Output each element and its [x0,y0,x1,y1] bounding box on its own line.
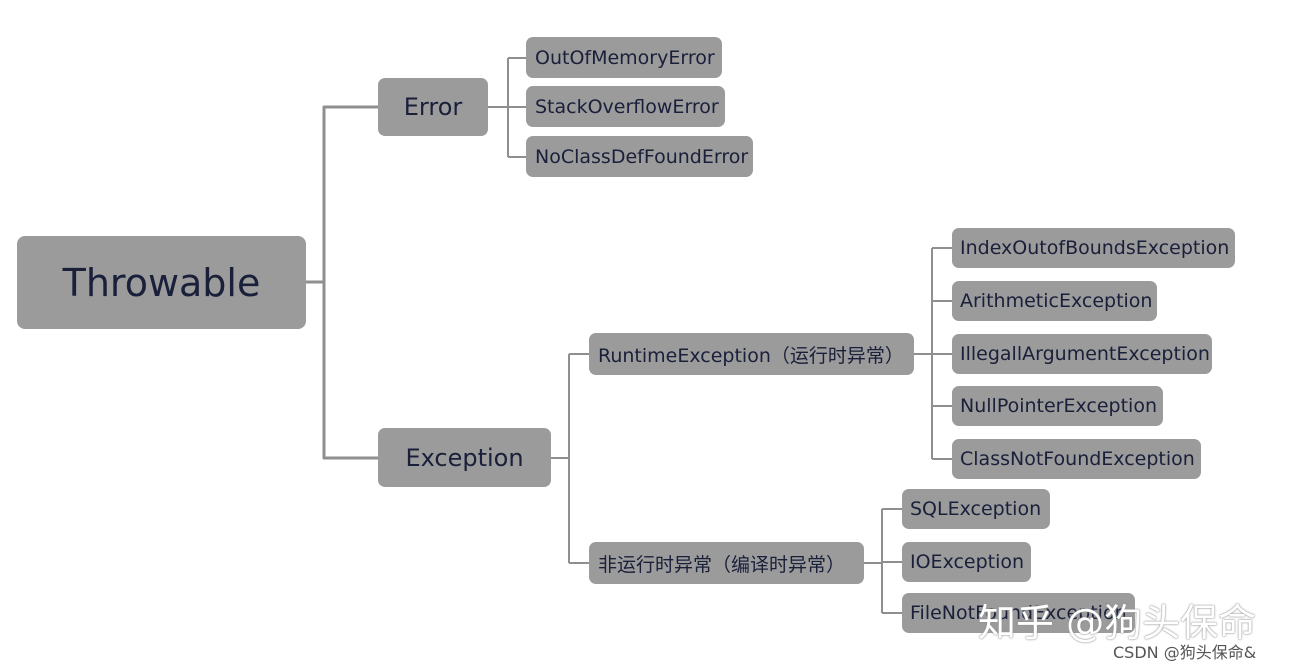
node-index-out-of-bounds-exception: IndexOutofBoundsException [952,228,1235,268]
node-stack-overflow-error-label: StackOverflowError [535,95,719,118]
node-illegal-argument-exception: IllegallArgumentException [952,334,1212,374]
node-error-label: Error [403,93,463,121]
connector-throwable-error [306,105,379,284]
node-sql-exception-label: SQLException [910,498,1042,520]
csdn-credit: CSDN @狗头保命& [1113,643,1257,662]
node-checked-exception: 非运行时异常（编译时异常） [589,542,864,584]
node-runtime-exception: RuntimeException（运行时异常） [589,333,914,375]
node-class-not-found-exception-label: ClassNotFoundException [960,448,1195,470]
connector-checked-children [864,508,903,614]
connector-error-children [488,57,527,158]
node-arithmetic-exception: ArithmeticException [952,281,1157,321]
node-checked-exception-label: 非运行时异常（编译时异常） [598,553,846,576]
node-index-out-of-bounds-exception-label: IndexOutofBoundsException [960,237,1230,259]
node-no-class-def-found-error: NoClassDefFoundError [526,136,753,177]
node-io-exception: IOException [902,542,1031,582]
node-error: Error [378,78,488,136]
node-null-pointer-exception-label: NullPointerException [960,395,1157,417]
node-illegal-argument-exception-label: IllegallArgumentException [960,343,1210,365]
connector-exception-children [551,353,590,564]
zhihu-watermark: 知乎 @狗头保命 [978,601,1257,645]
node-arithmetic-exception-label: ArithmeticException [960,290,1153,312]
node-out-of-memory-error-label: OutOfMemoryError [535,46,715,69]
node-runtime-exception-label: RuntimeException（运行时异常） [598,344,904,367]
node-throwable: Throwable [17,236,306,329]
node-throwable-label: Throwable [62,260,261,305]
node-out-of-memory-error: OutOfMemoryError [526,37,722,78]
node-file-not-found-exception: FileNotFoundException [902,593,1135,633]
node-exception: Exception [378,428,551,487]
node-file-not-found-exception-label: FileNotFoundException [910,602,1127,624]
node-stack-overflow-error: StackOverflowError [526,86,725,127]
connector-runtime-children [914,247,953,460]
node-io-exception-label: IOException [910,551,1025,573]
node-class-not-found-exception: ClassNotFoundException [952,439,1201,479]
node-null-pointer-exception: NullPointerException [952,386,1163,426]
connector-throwable-exception [322,282,379,460]
node-no-class-def-found-error-label: NoClassDefFoundError [535,145,749,168]
node-sql-exception: SQLException [902,489,1050,529]
node-exception-label: Exception [405,443,524,472]
